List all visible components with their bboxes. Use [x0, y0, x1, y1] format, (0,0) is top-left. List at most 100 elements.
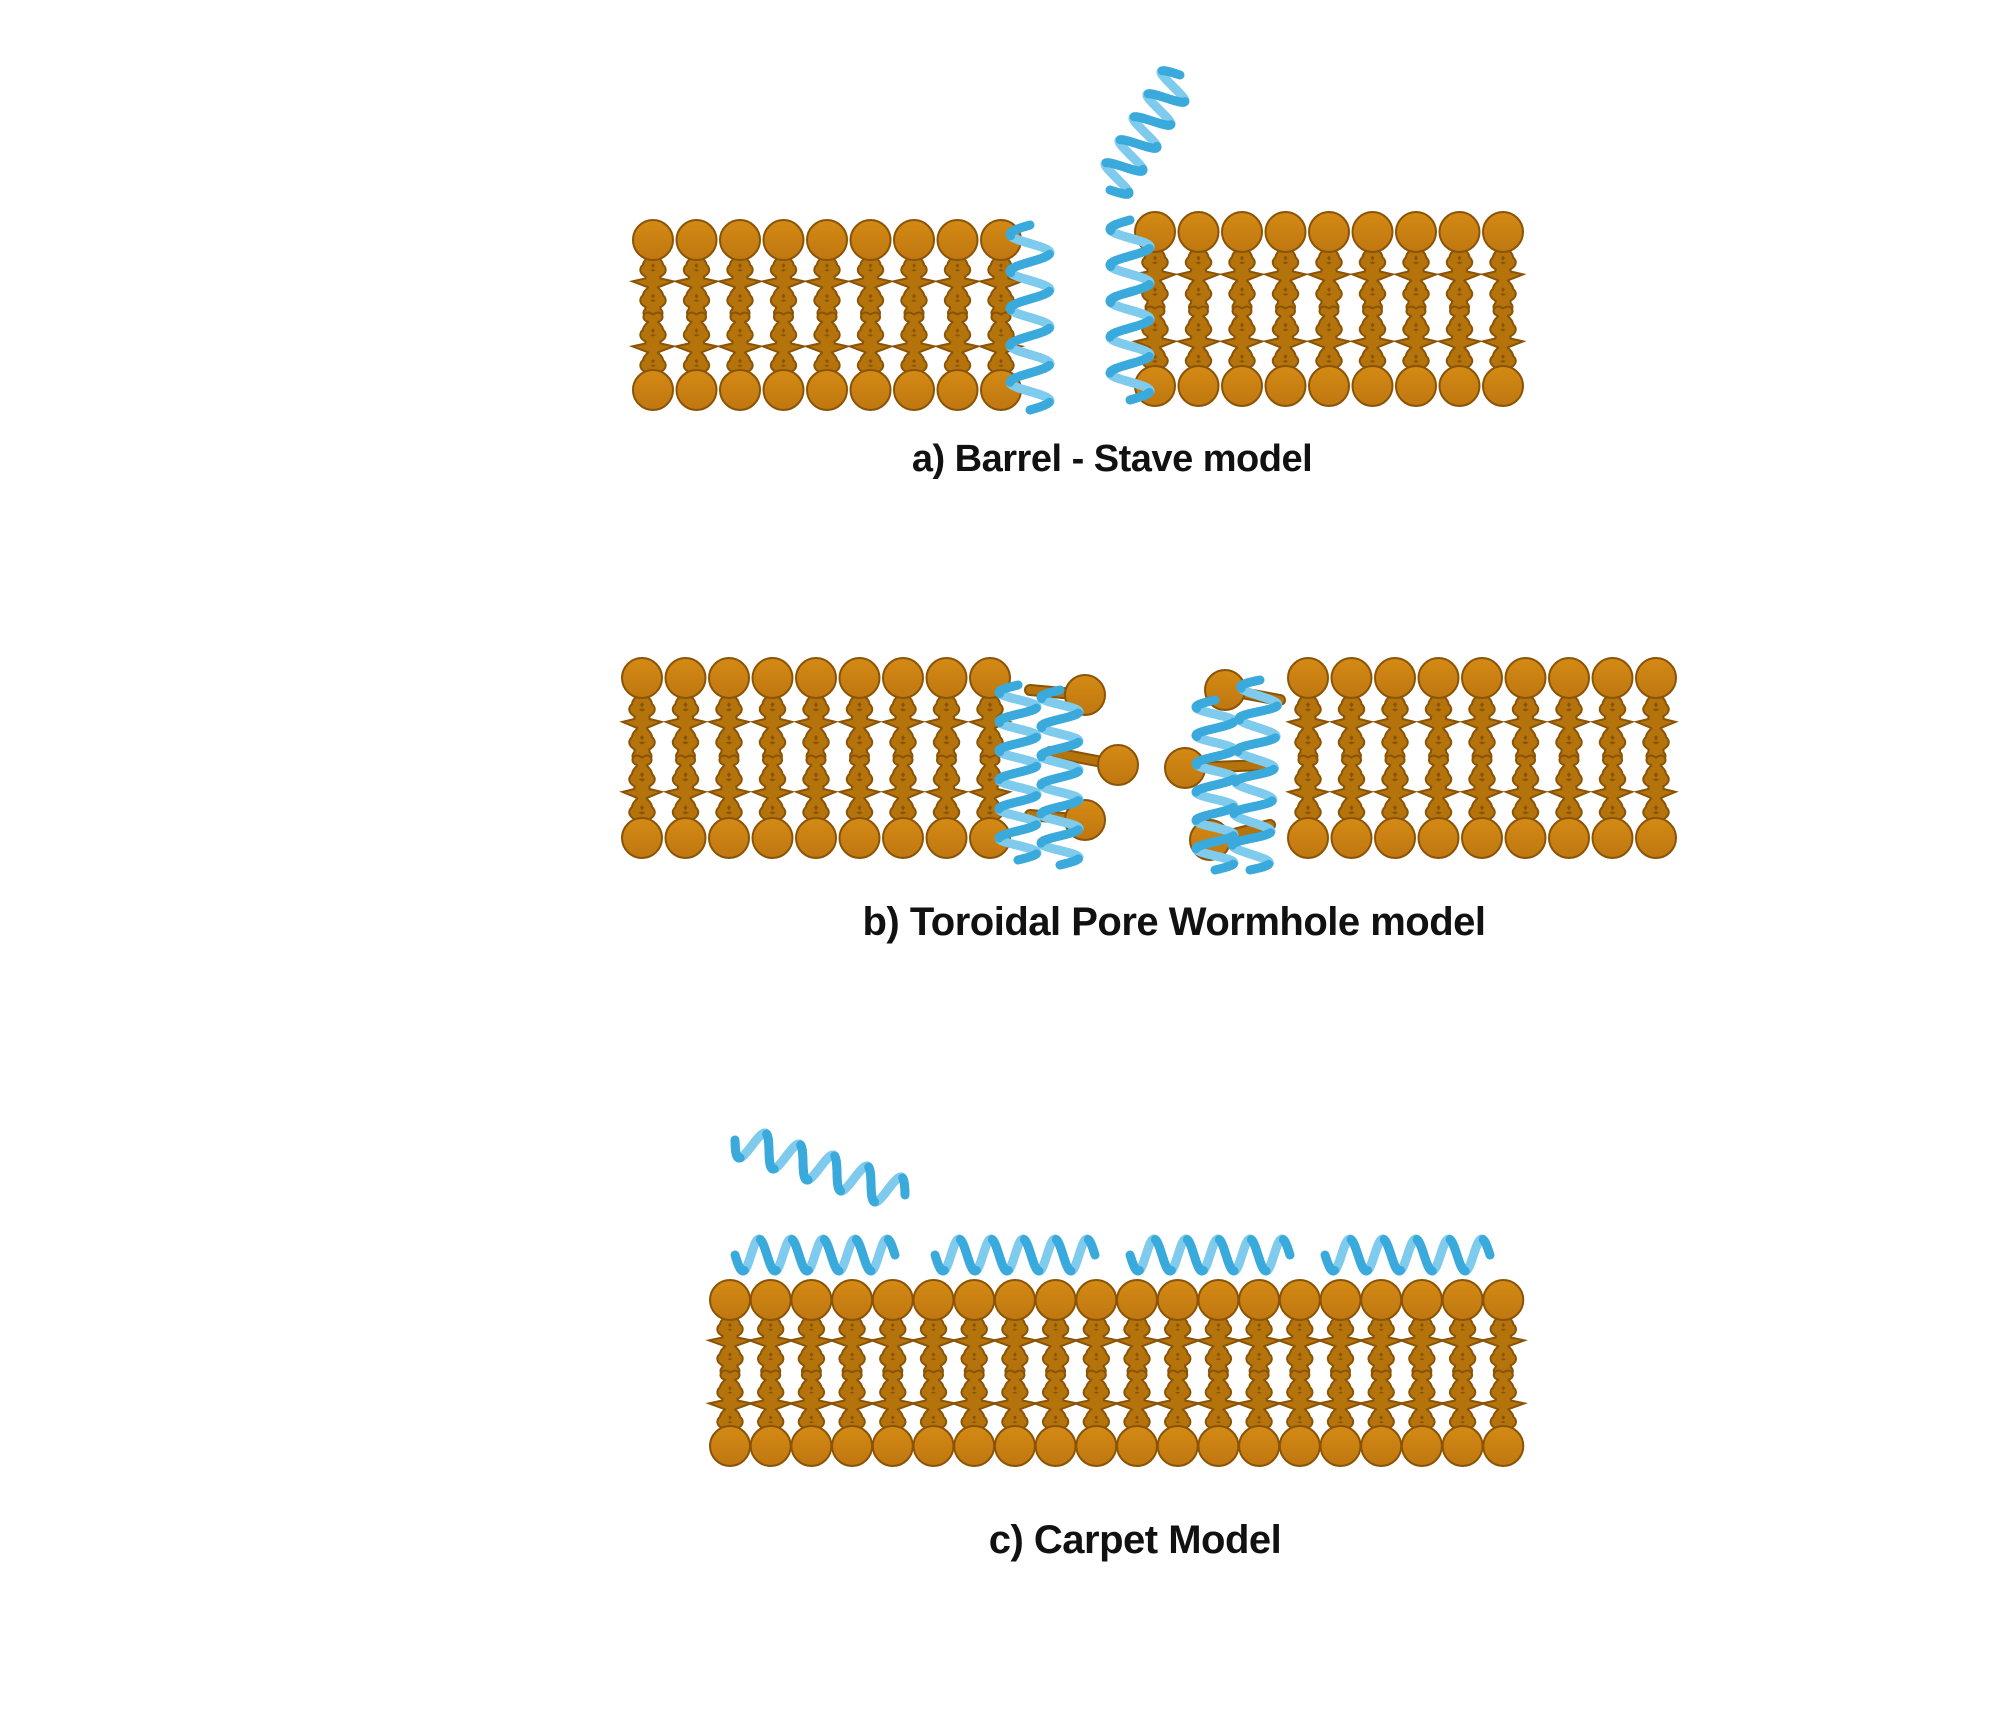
lipid-tails	[923, 684, 970, 762]
lipid-head	[969, 817, 1011, 859]
lipid-tails	[1234, 1306, 1284, 1377]
lipid-head	[749, 1279, 792, 1321]
lipid-head	[893, 219, 935, 261]
lipid-tails	[786, 1369, 837, 1440]
lipid-head	[1417, 817, 1460, 859]
phospholipid-pair	[759, 219, 808, 411]
lipid-tails	[827, 1369, 877, 1440]
lipid-tails	[1479, 238, 1527, 313]
lipid-tails	[1546, 754, 1592, 832]
lipid-head	[925, 817, 968, 859]
lipid-tails	[949, 1369, 999, 1440]
lipid-head	[1395, 365, 1437, 407]
lipid-tails	[1589, 684, 1636, 762]
lipid-tails	[1131, 238, 1179, 313]
lipid-tails	[715, 311, 765, 384]
lipid-head	[621, 817, 663, 859]
lipid-tails	[990, 1369, 1040, 1440]
phospholipid-pair	[672, 219, 721, 411]
lipid-tails	[619, 754, 665, 832]
lipid-head	[795, 817, 837, 859]
phospholipid-pair	[1372, 657, 1418, 859]
lipid-head	[1278, 1279, 1321, 1321]
bilayer	[705, 1279, 1528, 1467]
barrel-stave-caption: a) Barrel - Stave model	[911, 438, 1313, 480]
lipid-tails	[1478, 1306, 1528, 1377]
phospholipid-pair	[880, 657, 926, 859]
lipid-head	[1075, 1425, 1118, 1467]
lipid-head	[675, 219, 718, 261]
lipid-head	[1177, 211, 1220, 253]
lipid-head	[1330, 817, 1373, 859]
lipid-tails	[880, 684, 926, 762]
lipid-tails	[1356, 1306, 1406, 1377]
lipid-tails	[1349, 305, 1396, 380]
lipid-head	[953, 1279, 996, 1321]
phospholipid-pair	[908, 1279, 959, 1467]
lipid-head	[1319, 1425, 1362, 1467]
phospholipid-pair	[889, 219, 939, 411]
carpet-peptides	[730, 1128, 1495, 1276]
lipid-head	[762, 219, 805, 261]
pore-helix-left-b	[1036, 685, 1084, 870]
lipid-tails	[1328, 684, 1375, 762]
lipid-head	[1221, 211, 1263, 253]
phospholipid-pair	[746, 1279, 796, 1467]
lipid-head	[719, 219, 761, 261]
lipid-head	[1438, 211, 1481, 253]
lipid-tails	[1478, 1369, 1528, 1440]
lipid-tails	[1030, 1306, 1081, 1377]
phospholipid-pair	[619, 657, 665, 859]
lipid-head	[1400, 1425, 1443, 1467]
lipid-tails	[836, 754, 883, 832]
phospholipid-pair	[1479, 211, 1527, 407]
lipid-tails	[1193, 1306, 1244, 1377]
lipid-head	[708, 657, 750, 699]
lipid-tails	[759, 246, 808, 319]
lipid-tails	[1112, 1369, 1162, 1440]
phospholipid-pair	[1397, 1279, 1447, 1467]
lipid-head	[1197, 1279, 1240, 1321]
lipid-tails	[908, 1369, 959, 1440]
phospholipid-pair	[749, 657, 796, 859]
lipid-tails	[1071, 1369, 1121, 1440]
lipid-tails	[672, 246, 721, 319]
lipid-head	[1097, 744, 1139, 786]
lipid-head	[1156, 1425, 1199, 1467]
lipid-head	[1438, 365, 1481, 407]
toroidal-pore-peptides	[994, 675, 1283, 875]
lipid-head	[795, 657, 837, 699]
lipid-head	[664, 657, 707, 699]
lipid-tails	[1193, 1369, 1244, 1440]
lipid-head	[1504, 817, 1547, 859]
lipid-head	[1197, 1425, 1240, 1467]
lipid-head	[1548, 817, 1590, 859]
phospholipid-pair	[1356, 1279, 1406, 1467]
phospholipid-pair	[1478, 1279, 1528, 1467]
lipid-head	[1287, 657, 1329, 699]
phospholipid-pair	[1275, 1279, 1325, 1467]
lipid-tails	[880, 754, 926, 832]
lipid-head	[1591, 657, 1634, 699]
left-bilayer	[628, 219, 1026, 411]
phospholipid-pair	[846, 219, 895, 411]
lipid-tails	[1459, 684, 1505, 762]
lipid-tails	[923, 754, 970, 832]
approaching-helix	[730, 1128, 910, 1207]
lipid-head	[1264, 365, 1307, 407]
lipid-tails	[1415, 754, 1462, 832]
lipid-tails	[759, 311, 808, 384]
lipid-head	[1548, 657, 1590, 699]
phospholipid-pair	[1436, 211, 1483, 407]
lipid-tails	[846, 246, 895, 319]
lipid-tails	[1262, 305, 1309, 380]
lipid-head	[936, 369, 979, 411]
lipid-tails	[1305, 305, 1353, 380]
lipid-head	[871, 1425, 914, 1467]
lipid-head	[912, 1425, 955, 1467]
lipid-head	[1156, 1279, 1199, 1321]
lipid-head	[1374, 817, 1416, 859]
phospholipid-pair	[628, 219, 678, 411]
lipid-head	[849, 219, 892, 261]
